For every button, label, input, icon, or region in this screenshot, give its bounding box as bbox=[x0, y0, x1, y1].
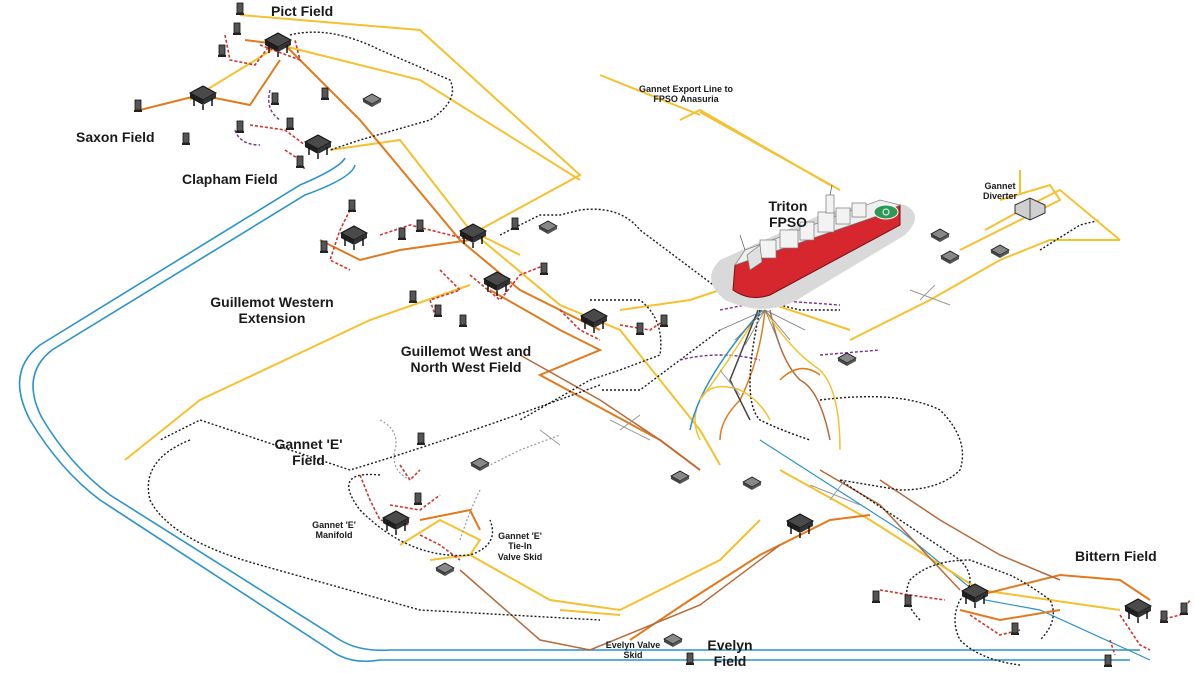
saxon-platform bbox=[189, 85, 217, 111]
label-saxon-field: Saxon Field bbox=[76, 129, 155, 145]
helideck bbox=[873, 204, 899, 220]
label-guillemot-western-extension: Guillemot Western Extension bbox=[207, 294, 337, 326]
label-guillemot-west-northwest: Guillemot West and North West Field bbox=[396, 343, 536, 375]
gannet-export-line-east bbox=[984, 188, 1121, 241]
grey-dotted-lines bbox=[379, 419, 561, 541]
guillemot-west-platform bbox=[580, 308, 608, 334]
label-evelyn-field: Evelyn Field bbox=[695, 637, 765, 669]
label-line: Gannet 'E' bbox=[274, 436, 343, 452]
label-gannet-e-field: Gannet 'E' Field bbox=[266, 436, 351, 468]
label-line: Evelyn bbox=[707, 637, 753, 653]
riser-bundle bbox=[689, 309, 841, 451]
label-line: Diverter bbox=[982, 191, 1018, 202]
guillemot-western-platform bbox=[340, 225, 368, 251]
label-triton-fpso: Triton FPSO bbox=[758, 198, 818, 230]
gannet-export-line bbox=[699, 111, 841, 191]
triton-fpso bbox=[711, 184, 915, 309]
label-line: Gannet Export Line to bbox=[638, 84, 733, 94]
label-clapham-field: Clapham Field bbox=[182, 171, 278, 187]
label-gannet-e-manifold: Gannet 'E' Manifold bbox=[304, 520, 364, 541]
label-line: Valve Skid bbox=[497, 551, 543, 562]
fpso-topsides bbox=[739, 184, 867, 271]
label-line: Guillemot Western bbox=[210, 294, 334, 310]
label-line: FPSO Anasuria bbox=[653, 94, 719, 105]
red-dotted-flowlines bbox=[224, 34, 1191, 656]
label-line: Field bbox=[292, 452, 325, 469]
guillemot-manifold-2 bbox=[483, 271, 511, 297]
mooring-lines bbox=[719, 309, 806, 346]
label-line: Tie-In bbox=[508, 541, 532, 552]
clapham-platform bbox=[304, 134, 332, 160]
label-line: Skid bbox=[623, 650, 643, 661]
label-line: Gannet bbox=[984, 181, 1016, 191]
helideck-marker-icon bbox=[882, 208, 890, 216]
pict-platform bbox=[264, 32, 292, 58]
label-line: Gannet 'E' bbox=[498, 531, 542, 541]
label-line: Guillemot West and bbox=[400, 343, 532, 359]
label-line: Extension bbox=[238, 310, 306, 327]
bittern-platform-1 bbox=[961, 583, 989, 609]
central-manifold bbox=[786, 513, 814, 539]
gannet-diverter bbox=[1014, 197, 1046, 221]
pipeline-crossings bbox=[539, 284, 951, 506]
gannet-e-manifold bbox=[382, 510, 410, 536]
label-line: Gannet 'E' bbox=[312, 520, 356, 530]
label-line: Manifold bbox=[315, 530, 353, 541]
blue-pipelines bbox=[18, 157, 1151, 663]
label-pict-field: Pict Field bbox=[271, 3, 334, 19]
label-gannet-diverter: Gannet Diverter bbox=[970, 181, 1030, 202]
label-bittern-field: Bittern Field bbox=[1075, 548, 1157, 564]
label-line: Evelyn Valve bbox=[605, 640, 661, 650]
label-gannet-e-tiein-valve-skid: Gannet 'E' Tie-In Valve Skid bbox=[490, 531, 550, 562]
bittern-platform-2 bbox=[1124, 598, 1152, 624]
label-gannet-export-line: Gannet Export Line to FPSO Anasuria bbox=[626, 84, 746, 105]
label-line: FPSO bbox=[768, 214, 808, 231]
label-line: North West Field bbox=[410, 359, 522, 376]
label-line: Field bbox=[713, 653, 747, 670]
brown-lines bbox=[459, 354, 1061, 651]
label-line: Triton bbox=[768, 198, 808, 214]
label-evelyn-valve-skid: Evelyn Valve Skid bbox=[601, 640, 665, 661]
